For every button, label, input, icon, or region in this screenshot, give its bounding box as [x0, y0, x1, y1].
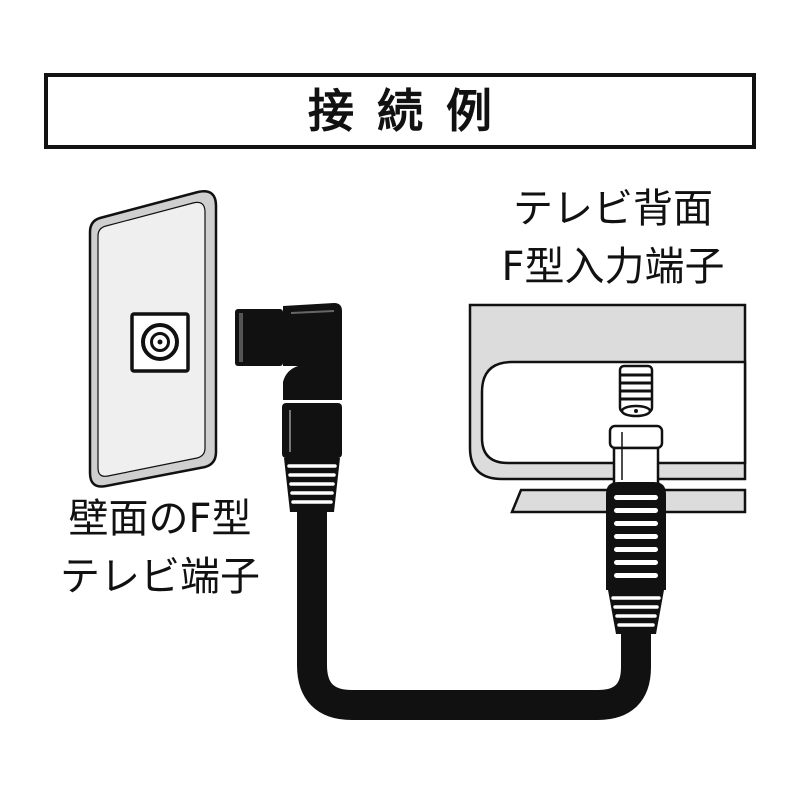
coaxial-cable — [295, 506, 653, 722]
tv-panel-recess — [480, 360, 747, 465]
plug-nut-sleeve — [612, 446, 660, 486]
tv-terminal-label-line1: テレビ背面 — [513, 186, 713, 232]
terminal-center-pin — [634, 409, 638, 413]
plug-grip-slot — [614, 521, 658, 526]
coaxial-socket-icon — [141, 323, 179, 361]
plug-grip-slot — [614, 547, 658, 552]
wall-terminal-label: 壁面のF型 テレビ端子 — [40, 490, 280, 606]
plug-grip-slot — [614, 495, 658, 500]
plug-body — [282, 403, 342, 458]
tv-back-panel — [468, 303, 747, 514]
plug-grip-slot — [614, 573, 658, 578]
plug-elbow-highlight — [290, 310, 335, 314]
wall-plate — [88, 190, 218, 488]
plug-grip-slot — [614, 534, 658, 539]
wall-terminal-label-line1: 壁面のF型 — [68, 496, 252, 542]
plug-nose — [235, 309, 283, 366]
straight-f-plug — [606, 424, 666, 634]
coaxial-cable-core — [297, 506, 651, 720]
plug-grip-slot — [614, 560, 658, 565]
plug-grip-slot — [614, 508, 658, 513]
tv-terminal-label: テレビ背面 F型入力端子 — [470, 180, 756, 296]
angled-f-plug — [235, 303, 342, 512]
plug-elbow — [283, 303, 342, 400]
tv-f-type-input-terminal — [618, 364, 654, 418]
title-box: 接続例 — [44, 73, 756, 149]
tv-terminal-label-line2: F型入力端子 — [501, 244, 725, 290]
plug-strain-relief — [608, 590, 664, 634]
plug-nose-highlight — [239, 313, 243, 362]
page-title: 接続例 — [308, 84, 515, 138]
wall-terminal-label-line2: テレビ端子 — [60, 554, 260, 600]
plug-nut-ring — [608, 424, 664, 450]
